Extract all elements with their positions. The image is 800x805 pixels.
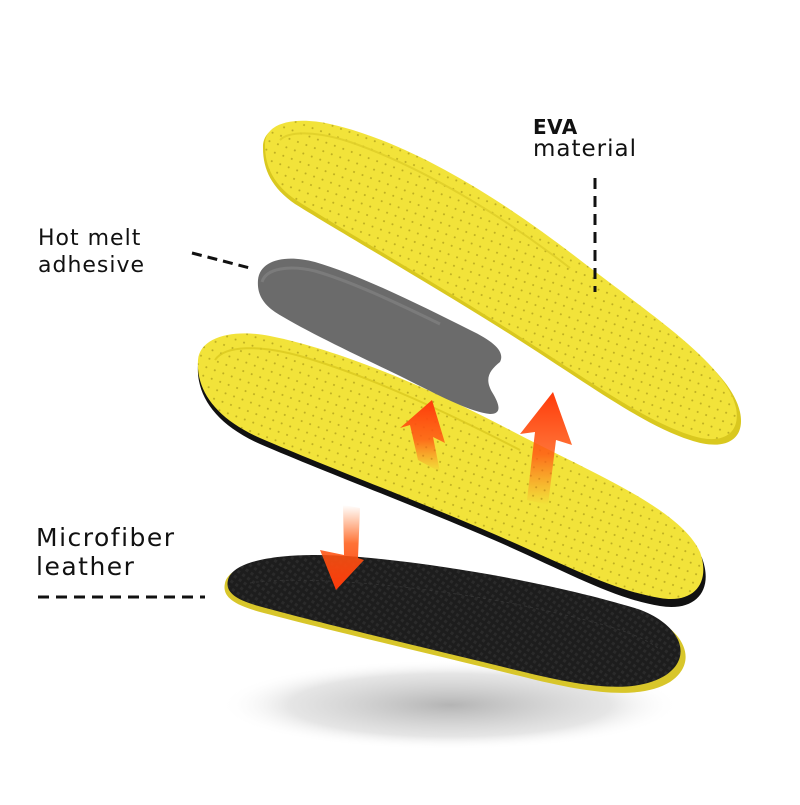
eva-label-line1: EVA [533, 115, 578, 139]
top-eva-layer [262, 120, 742, 445]
upward-arrow-right [520, 392, 572, 505]
hot-melt-adhesive-layer [257, 258, 502, 414]
microfiber-label-line1: Microfiber [36, 523, 176, 552]
eva-label-line2: material [533, 136, 637, 162]
downward-arrow [320, 505, 364, 590]
hot-melt-leader-line [191, 251, 251, 270]
middle-eva-layer [197, 333, 706, 607]
microfiber-label-line2: leather [36, 552, 136, 581]
hot-melt-label-line2: adhesive [38, 253, 146, 278]
upward-arrow-left [400, 400, 445, 472]
hot-melt-label-line1: Hot melt [38, 226, 142, 251]
microfiber-leather-layer [224, 554, 686, 693]
